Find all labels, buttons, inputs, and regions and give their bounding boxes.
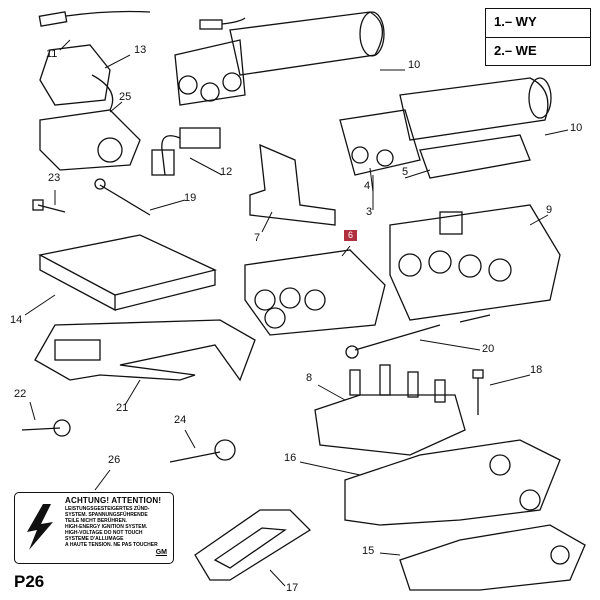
- callout-26: 26: [108, 454, 121, 466]
- part-15-housing: [399, 524, 586, 591]
- legend-box: 1.– WY 2.– WE: [485, 8, 591, 66]
- callout-10b: 10: [570, 122, 583, 134]
- callout-22: 22: [14, 388, 27, 400]
- callout-19: 19: [184, 192, 197, 204]
- callout-13: 13: [134, 44, 147, 56]
- callout-4: 4: [364, 180, 371, 192]
- callout-16: 16: [284, 452, 297, 464]
- part-25-module: [39, 109, 141, 171]
- part-8-ignition-coil: [314, 364, 466, 456]
- callout-5: 5: [402, 166, 409, 178]
- gm-logo: GM: [155, 549, 167, 556]
- legend-divider: [486, 37, 590, 38]
- callout-24: 24: [174, 414, 187, 426]
- part-21-bracket: [34, 319, 256, 382]
- callout-14: 14: [10, 314, 23, 326]
- part-20-small-bolt: [459, 314, 491, 323]
- part-16-housing: [344, 439, 561, 526]
- part-coil-pack-2: [339, 77, 552, 179]
- callout-8: 8: [306, 372, 313, 384]
- part-24-screw: [169, 439, 236, 463]
- legend-item-2: 2.– WE: [494, 43, 537, 58]
- warning-line: HIGH-VOLTAGE DO NOT TOUCH: [65, 530, 143, 536]
- warning-line: SYSTEM. SPANNUNGSFÜHRENDE: [65, 512, 148, 518]
- part-20-bolt: [345, 324, 441, 359]
- part-14-plate: [38, 234, 217, 312]
- part-coil-pack-1: [174, 11, 385, 106]
- part-6-ignition-coil: [244, 249, 386, 336]
- callout-9: 9: [546, 204, 553, 216]
- callout-12: 12: [220, 166, 233, 178]
- warning-line: LEISTUNGSGESTEIGERTES ZÜND-: [65, 506, 150, 512]
- part-9-ignition-coil: [389, 204, 561, 321]
- callout-7: 7: [254, 232, 261, 244]
- warning-line: SYSTEME D'ALLUMAGE: [65, 536, 124, 542]
- callout-18: 18: [530, 364, 543, 376]
- page-code: P26: [14, 572, 45, 591]
- part-18-bolt: [472, 369, 484, 415]
- callout-17: 17: [286, 582, 299, 594]
- part-19-bolt: [94, 178, 151, 216]
- warning-line: TEILE NICHT BERÜHREN.: [65, 518, 127, 524]
- lightning-bolt-icon: [27, 504, 53, 550]
- part-17-gasket: [194, 509, 312, 581]
- part-13-connector: [39, 44, 114, 111]
- callout-11: 11: [46, 48, 58, 60]
- legend-item-1: 1.– WY: [494, 14, 537, 29]
- callout-23: 23: [48, 172, 61, 184]
- callout-10a: 10: [408, 59, 421, 71]
- callout-3: 3: [366, 206, 373, 218]
- callout-25: 25: [119, 91, 132, 103]
- warning-text-column: ACHTUNG! ATTENTION! LEISTUNGSGESTEIGERTE…: [65, 496, 171, 557]
- part-23-bolt: [32, 199, 66, 213]
- warning-heading: ACHTUNG! ATTENTION!: [65, 496, 162, 505]
- warning-line: A HAUTE TENSION. NE PAS TOUCHER: [65, 542, 158, 548]
- part-22-screw: [21, 419, 71, 437]
- warning-line: HIGH-ENERGY IGNITION SYSTEM.: [65, 524, 148, 530]
- callout-21: 21: [116, 402, 129, 414]
- callout-15: 15: [362, 545, 375, 557]
- part-12-sensor: [151, 127, 221, 176]
- part-7-bracket: [249, 143, 336, 226]
- callout-6-highlighted[interactable]: 6: [344, 230, 357, 241]
- part-11-sensor: [38, 10, 246, 30]
- leader-lines: [24, 39, 569, 587]
- callout-20: 20: [482, 343, 495, 355]
- warning-label: ACHTUNG! ATTENTION! LEISTUNGSGESTEIGERTE…: [14, 492, 174, 564]
